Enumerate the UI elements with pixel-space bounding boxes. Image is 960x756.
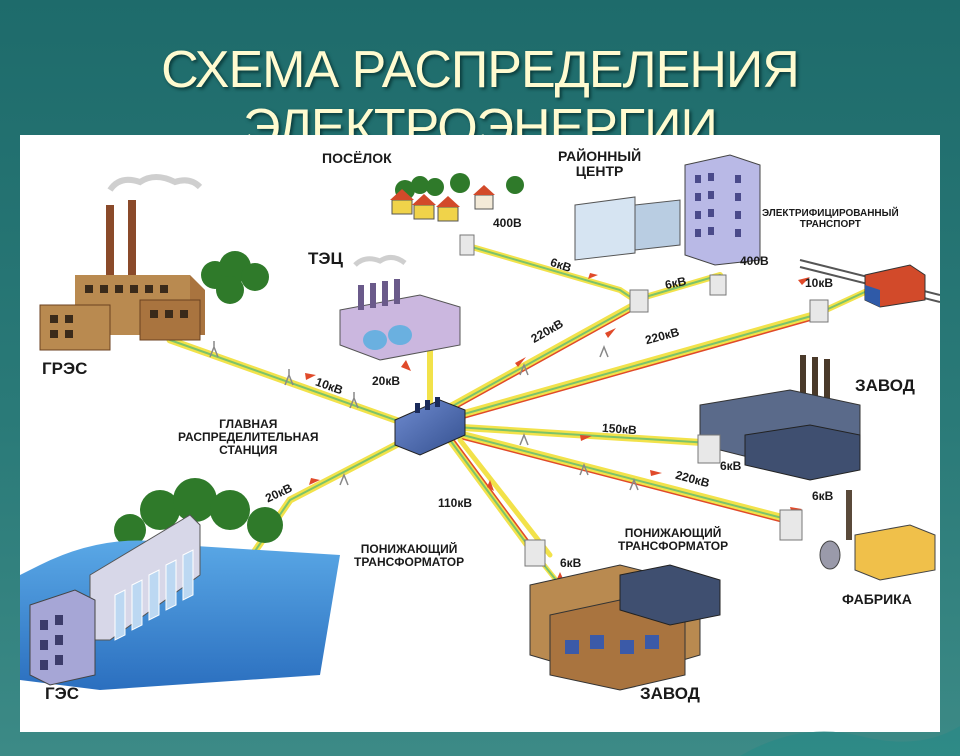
- line-220-c: [451, 429, 794, 525]
- plant-bottom-label: ЗАВОД: [640, 684, 700, 703]
- stepdown-right-label-line1: ПОНИЖАЮЩИЙ: [624, 526, 722, 540]
- diagram-drawing: [20, 154, 940, 691]
- electric-transport-label-line2: ТРАНСПОРТ: [799, 219, 861, 230]
- chp-plant-illustration: [339, 255, 461, 361]
- chp-label: ТЭЦ: [308, 249, 343, 268]
- ges-label: ГЭС: [45, 684, 80, 703]
- main-station-label: ГЛАВНАЯ РАСПРЕДЕЛИТЕЛЬНАЯ СТАНЦИЯ: [178, 417, 319, 458]
- voltage-settlement-400v: 400В: [493, 216, 522, 230]
- district-center-label: РАЙОННЫЙ ЦЕНТР: [558, 148, 642, 180]
- settlement-illustration: [390, 173, 524, 256]
- pylons: [209, 341, 639, 616]
- plant-right-label: ЗАВОД: [855, 376, 915, 395]
- electric-transport-label-line1: ЭЛЕКТРИФИЦИРОВАННЫЙ: [762, 208, 899, 219]
- factory-label: ФАБРИКА: [842, 591, 912, 607]
- district-center-label-line2: ЦЕНТР: [575, 163, 624, 180]
- line-110: [446, 436, 540, 559]
- decorative-wave: [740, 726, 960, 756]
- main-station-illustration: [394, 397, 466, 456]
- stepdown-left-label: ПОНИЖАЮЩИЙ ТРАНСФОРМАТОР: [354, 542, 465, 570]
- stepdown-right-label-line2: ТРАНСФОРМАТОР: [618, 539, 729, 554]
- ges-dam-illustration: [20, 478, 340, 690]
- voltage-factory-6kv: 6кВ: [812, 489, 834, 503]
- plant-bottom-illustration: [524, 539, 721, 691]
- stepdown-left-label-line1: ПОНИЖАЮЩИЙ: [360, 542, 458, 556]
- voltage-plant-right-6kv: 6кВ: [720, 459, 742, 473]
- gres-label: ГРЭС: [42, 359, 88, 378]
- line-220-b: [446, 311, 819, 423]
- plant-right-illustration: [697, 355, 861, 481]
- diagram-panel: ПОСЁЛОК РАЙОННЫЙ ЦЕНТР ЭЛЕКТРИФИЦИРОВАНН…: [20, 135, 940, 732]
- district-center-illustration: [574, 154, 761, 313]
- title-line-1: СХЕМА РАСПРЕДЕЛЕНИЯ: [161, 41, 800, 99]
- line-220-a: [436, 301, 639, 418]
- line-district: [632, 272, 723, 303]
- line-150: [451, 423, 714, 447]
- line-110-b: [457, 437, 553, 558]
- gres-plant-illustration: [39, 174, 269, 351]
- main-station-label-line3: СТАНЦИЯ: [219, 443, 278, 458]
- stepdown-right-label: ПОНИЖАЮЩИЙ ТРАНСФОРМАТОР: [618, 526, 729, 554]
- main-station-label-line2: РАСПРЕДЕЛИТЕЛЬНАЯ: [178, 430, 319, 445]
- voltage-line-150kv: 150кВ: [601, 420, 638, 438]
- main-station-label-line1: ГЛАВНАЯ: [219, 417, 278, 431]
- district-center-label-line1: РАЙОННЫЙ: [558, 148, 642, 164]
- flow-arrows: [305, 273, 810, 583]
- voltage-plant-bottom-6kv: 6кВ: [560, 556, 582, 570]
- electric-transport-illustration: [799, 259, 940, 323]
- voltage-transport-10kv: 10кВ: [805, 276, 834, 290]
- factory-illustration: [779, 490, 936, 581]
- voltage-chp-20kv: 20кВ: [372, 374, 401, 388]
- stepdown-left-label-line2: ТРАНСФОРМАТОР: [354, 555, 465, 570]
- voltage-district-400v: 400В: [740, 254, 769, 268]
- electric-transport-label: ЭЛЕКТРИФИЦИРОВАННЫЙ ТРАНСПОРТ: [762, 208, 899, 230]
- voltage-line-110kv: 110кВ: [438, 496, 473, 510]
- settlement-label: ПОСЁЛОК: [322, 150, 392, 166]
